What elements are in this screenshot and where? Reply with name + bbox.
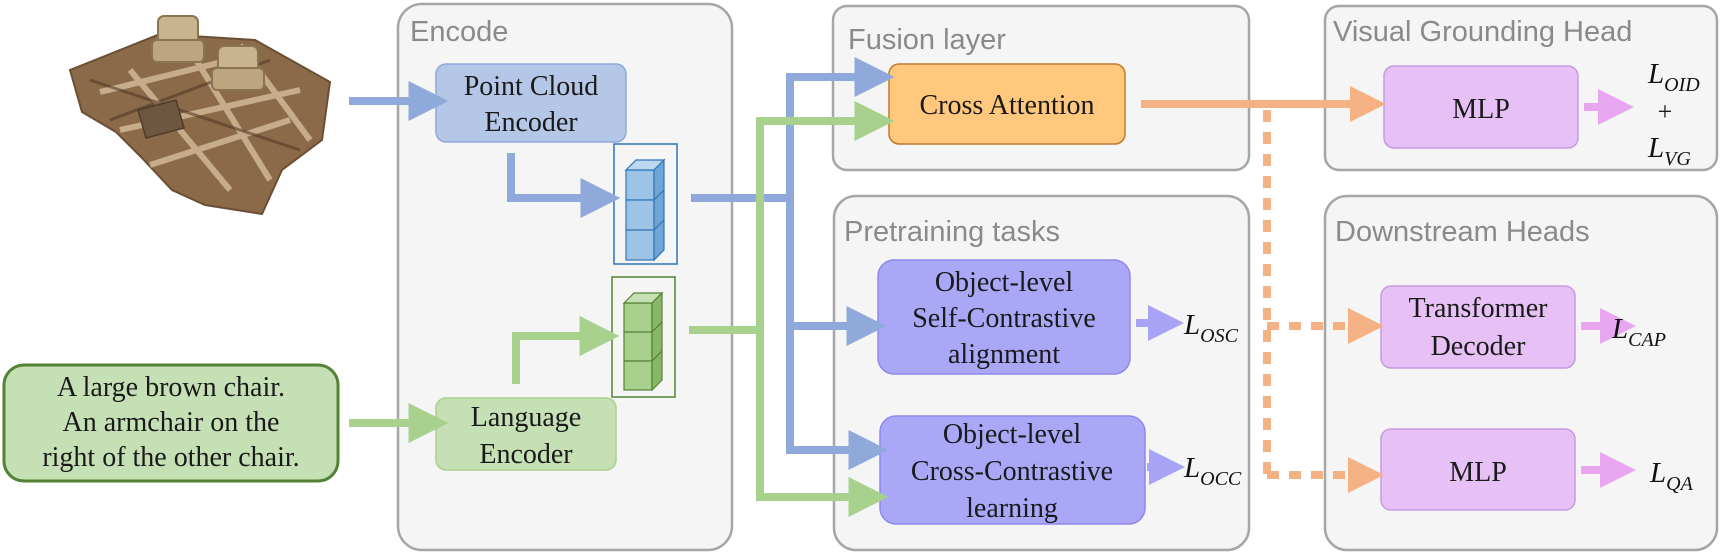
occ-line2: Cross-Contrastive <box>911 456 1113 487</box>
osc-line2: Self-Contrastive <box>912 303 1096 334</box>
loss-occ-label: LOCC <box>1183 452 1242 490</box>
object-cross-contrastive-box: Object-level Cross-Contrastive learning <box>879 415 1146 525</box>
pretraining-tasks-title: Pretraining tasks <box>844 216 1060 248</box>
point-cloud-encoder-box: Point Cloud Encoder <box>435 63 627 143</box>
cross-attention-box: Cross Attention <box>888 63 1126 145</box>
lang-to-occ-arrow <box>756 330 889 517</box>
vg-mlp-box: MLP <box>1383 65 1579 149</box>
language-feature-arrows <box>349 101 895 517</box>
point-feature-arrows <box>349 57 895 470</box>
osc-line3: alignment <box>948 339 1060 370</box>
pc-encoder-line2: Encoder <box>484 107 578 138</box>
loss-cap-label: LCAP <box>1611 313 1666 351</box>
osc-line1: Object-level <box>935 267 1074 298</box>
transformer-decoder-line2: Decoder <box>1431 331 1527 362</box>
text-input-line3: right of the other chair. <box>42 442 299 473</box>
occ-line1: Object-level <box>943 419 1082 450</box>
point-to-cross-attention-arrow <box>786 57 895 198</box>
language-encoder-box: Language Encoder <box>435 397 617 471</box>
lang-encoder-to-stack-arrow <box>512 316 620 384</box>
transformer-decoder-box: Transformer Decoder <box>1380 285 1576 369</box>
qa-mlp-box: MLP <box>1380 428 1576 511</box>
loss-qa-label: LQA <box>1649 457 1694 495</box>
point-cloud-scene-image <box>68 15 332 216</box>
lang-encoder-line1: Language <box>471 402 581 433</box>
encode-group-title: Encode <box>410 16 508 48</box>
loss-output-arrows <box>1136 89 1636 488</box>
lang-encoder-line2: Encoder <box>479 439 573 470</box>
occ-line3: learning <box>966 493 1058 524</box>
text-description-input: A large brown chair. An armchair on the … <box>2 363 340 483</box>
cross-attention-label: Cross Attention <box>919 90 1094 121</box>
loss-plus-sign: + <box>1658 97 1673 126</box>
transformer-decoder-line1: Transformer <box>1409 293 1549 324</box>
fused-feature-arrows <box>1141 86 1386 493</box>
loss-osc-label: LOSC <box>1183 309 1239 347</box>
text-input-line1: A large brown chair. <box>57 372 285 403</box>
lang-to-cross-attention-arrow <box>756 101 895 330</box>
point-to-occ-arrow <box>786 326 889 470</box>
qa-mlp-label: MLP <box>1449 457 1507 488</box>
visual-grounding-head-title: Visual Grounding Head <box>1333 16 1632 48</box>
pc-encoder-line1: Point Cloud <box>464 71 599 102</box>
loss-oid-label: LOID <box>1647 58 1700 96</box>
text-input-line2: An armchair on the <box>63 407 280 438</box>
vg-mlp-label: MLP <box>1452 94 1510 125</box>
downstream-heads-title: Downstream Heads <box>1335 216 1590 248</box>
object-self-contrastive-box: Object-level Self-Contrastive alignment <box>877 259 1131 375</box>
point-feature-stack <box>613 143 678 265</box>
pc-encoder-to-stack-arrow <box>507 153 621 218</box>
fusion-layer-title: Fusion layer <box>848 24 1006 56</box>
language-feature-stack <box>611 276 676 398</box>
loss-vg-label: LVG <box>1647 132 1691 170</box>
